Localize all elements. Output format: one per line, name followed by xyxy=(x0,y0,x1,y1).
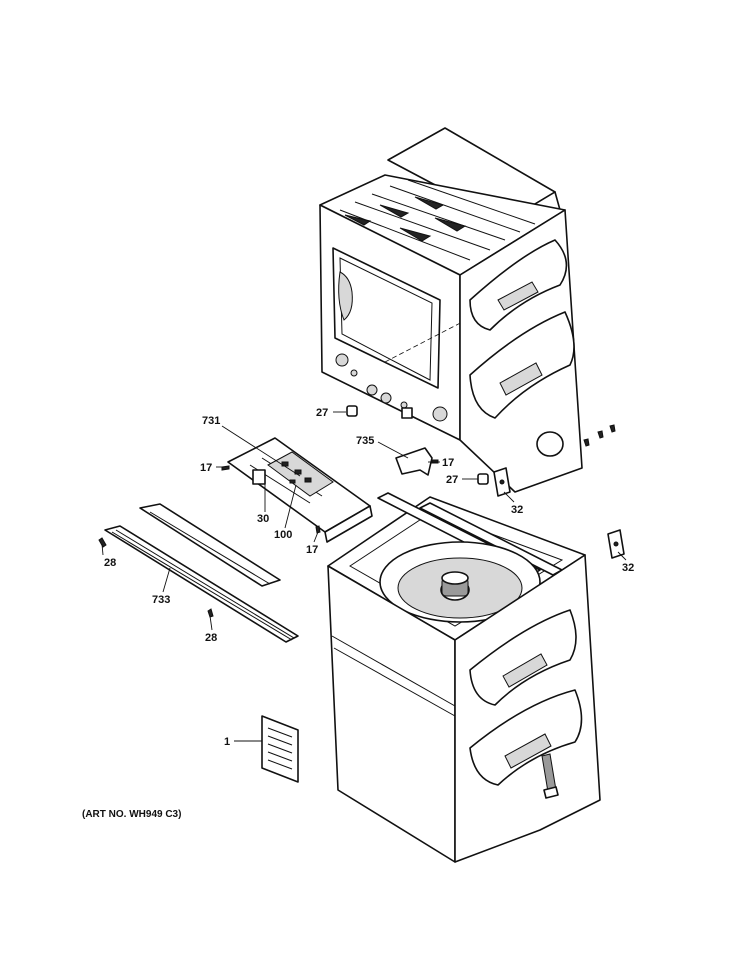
callout-100: 100 xyxy=(274,529,292,541)
callout-733: 733 xyxy=(152,594,170,606)
callout-1: 1 xyxy=(224,736,230,748)
owners-manual xyxy=(261,715,299,783)
callout-28-b: 28 xyxy=(205,632,217,644)
callout-30: 30 xyxy=(257,513,269,525)
art-number: (ART NO. WH949 C3) xyxy=(82,809,181,820)
callout-17-a: 17 xyxy=(200,462,212,474)
spacer-27-upper xyxy=(346,405,358,417)
callout-32-a: 32 xyxy=(511,504,523,516)
bracket-32-upper xyxy=(493,467,511,497)
callout-28-a: 28 xyxy=(104,557,116,569)
callout-32-b: 32 xyxy=(622,562,634,574)
callout-17-c: 17 xyxy=(442,457,454,469)
console-trim xyxy=(139,503,281,587)
washer-cabinet xyxy=(327,492,601,863)
screws xyxy=(583,424,616,447)
callout-731: 731 xyxy=(202,415,220,427)
callout-17-b: 17 xyxy=(306,544,318,556)
control-panel-assembly-731 xyxy=(227,437,373,543)
callout-27-a: 27 xyxy=(316,407,328,419)
callout-27-b: 27 xyxy=(446,474,458,486)
leader-lines xyxy=(101,411,627,742)
bracket-735 xyxy=(395,447,433,476)
callout-735: 735 xyxy=(356,435,374,447)
bracket-32-lower xyxy=(607,529,625,559)
spacer-27-lower xyxy=(477,473,489,485)
console-panel-733 xyxy=(104,525,299,643)
dryer-cabinet xyxy=(319,127,583,493)
